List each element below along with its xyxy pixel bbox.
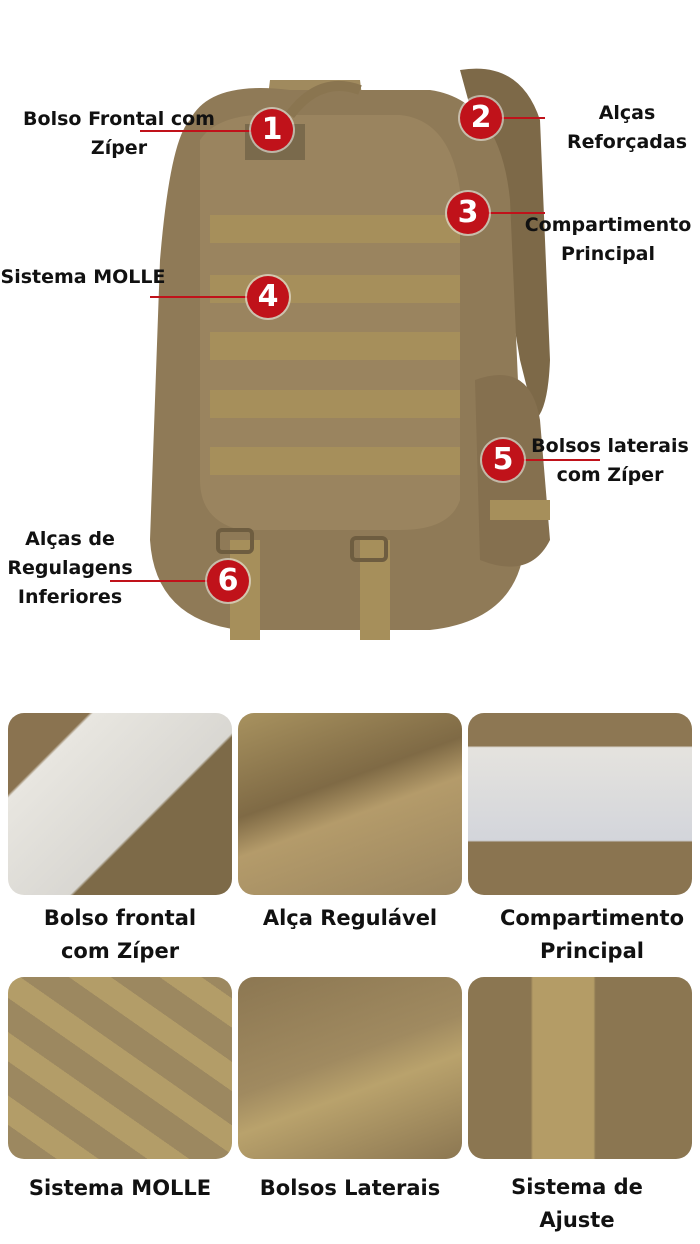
caption-adjustable-strap: Alça Regulável xyxy=(235,902,465,935)
label-line: Bolsos laterais xyxy=(531,435,689,457)
caption-line: Sistema MOLLE xyxy=(28,1176,212,1200)
caption-line: com Zíper xyxy=(60,939,180,963)
callout-label-3: Compartimento Principal xyxy=(525,211,692,269)
callout-marker-6: 6 xyxy=(207,560,249,602)
label-line: Zíper xyxy=(90,137,148,159)
callout-label-6: Alças de Regulagens Inferiores xyxy=(7,525,132,612)
callout-marker-1: 1 xyxy=(251,109,293,151)
caption-line: Bolso frontal xyxy=(43,906,197,930)
callout-label-2: Alças Reforçadas xyxy=(567,99,687,157)
label-line: Inferiores xyxy=(17,586,123,608)
callout-line-3 xyxy=(488,212,545,214)
caption-line: Alça Regulável xyxy=(262,906,438,930)
caption-adjustment-system: Sistema de Ajuste xyxy=(462,1171,692,1237)
photo-adjustment-system xyxy=(468,977,692,1159)
caption-line: Sistema de xyxy=(511,1175,643,1199)
callout-line-2 xyxy=(500,117,545,119)
caption-front-pocket: Bolso frontal com Zíper xyxy=(5,902,235,968)
label-line: Compartimento xyxy=(524,214,692,236)
caption-line: Bolsos Laterais xyxy=(259,1176,441,1200)
caption-line: Ajuste xyxy=(539,1208,615,1232)
callout-line-5 xyxy=(523,459,600,461)
callout-marker-4: 4 xyxy=(247,276,289,318)
callout-line-4 xyxy=(150,296,250,298)
callout-marker-2: 2 xyxy=(460,97,502,139)
label-line: Alças xyxy=(598,102,656,124)
label-line: Principal xyxy=(560,243,656,265)
backpack-image xyxy=(150,68,550,640)
caption-line: Principal xyxy=(540,939,644,963)
label-line: Regulagens xyxy=(7,557,133,579)
photo-adjustable-strap xyxy=(238,713,462,895)
label-line: Sistema MOLLE xyxy=(0,266,166,288)
photo-front-pocket xyxy=(8,713,232,895)
label-line: Reforçadas xyxy=(566,131,688,153)
callout-line-6 xyxy=(110,580,210,582)
photo-side-pockets xyxy=(238,977,462,1159)
label-line: com Zíper xyxy=(556,464,664,486)
caption-line: Compartimento xyxy=(499,906,685,930)
caption-side-pockets: Bolsos Laterais xyxy=(235,1172,465,1205)
callout-label-4: Sistema MOLLE xyxy=(1,263,166,292)
photo-main-compartment xyxy=(468,713,692,895)
callout-label-1: Bolso Frontal com Zíper xyxy=(23,105,215,163)
callout-line-1 xyxy=(140,130,252,132)
callout-marker-5: 5 xyxy=(482,439,524,481)
label-line: Bolso Frontal com xyxy=(23,108,215,130)
caption-molle-system: Sistema MOLLE xyxy=(5,1172,235,1205)
photo-molle-system xyxy=(8,977,232,1159)
label-line: Alças de xyxy=(25,528,115,550)
callout-marker-3: 3 xyxy=(447,192,489,234)
callout-label-5: Bolsos laterais com Zíper xyxy=(531,432,689,490)
